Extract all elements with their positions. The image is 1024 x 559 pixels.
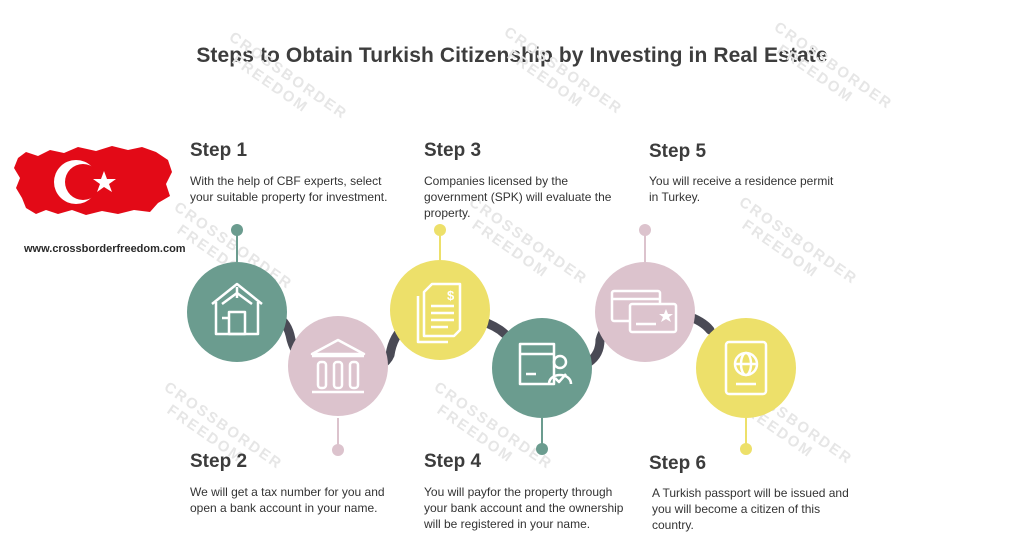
step-1-circle — [187, 262, 287, 362]
page-title: Steps to Obtain Turkish Citizenship by I… — [196, 44, 828, 67]
step-2-marker — [332, 418, 344, 456]
step-2-circle — [288, 316, 388, 416]
step-4-title: Step 4 — [424, 451, 482, 472]
step-5-text: You will receive a residence permit in T… — [649, 174, 834, 204]
step-1-text: With the help of CBF experts, select you… — [190, 174, 388, 204]
step-2-title: Step 2 — [190, 451, 248, 472]
step-6-marker — [740, 418, 752, 455]
step-3-marker — [434, 224, 446, 260]
step-6-title: Step 6 — [649, 453, 707, 474]
step-5-title: Step 5 — [649, 141, 707, 162]
step-4-marker — [536, 418, 548, 455]
step-5-circle — [595, 262, 695, 362]
step-3-text: Companies licensed by the government (SP… — [424, 174, 612, 220]
step-4-text: You will payfor the property through you… — [424, 485, 624, 531]
step-3-circle: $ — [390, 260, 490, 360]
residence-cards-icon — [610, 289, 678, 334]
step-6-text: A Turkish passport will be issued and yo… — [652, 486, 849, 532]
step-1-marker — [231, 224, 243, 262]
document-icon: $ — [416, 282, 462, 344]
step-3-title: Step 3 — [424, 140, 482, 161]
property-owner-icon — [518, 342, 573, 386]
step-5-marker — [639, 224, 651, 262]
turkey-flag-map-icon — [14, 146, 172, 215]
house-icon — [211, 282, 263, 336]
passport-icon — [724, 340, 768, 396]
website-url: www.crossborderfreedom.com — [24, 243, 186, 255]
step-4-circle — [492, 318, 592, 418]
bank-icon — [310, 338, 366, 394]
step-1-title: Step 1 — [190, 140, 248, 161]
step-6-circle — [696, 318, 796, 418]
svg-text:$: $ — [447, 288, 455, 303]
step-2-text: We will get a tax number for you and ope… — [190, 485, 385, 515]
